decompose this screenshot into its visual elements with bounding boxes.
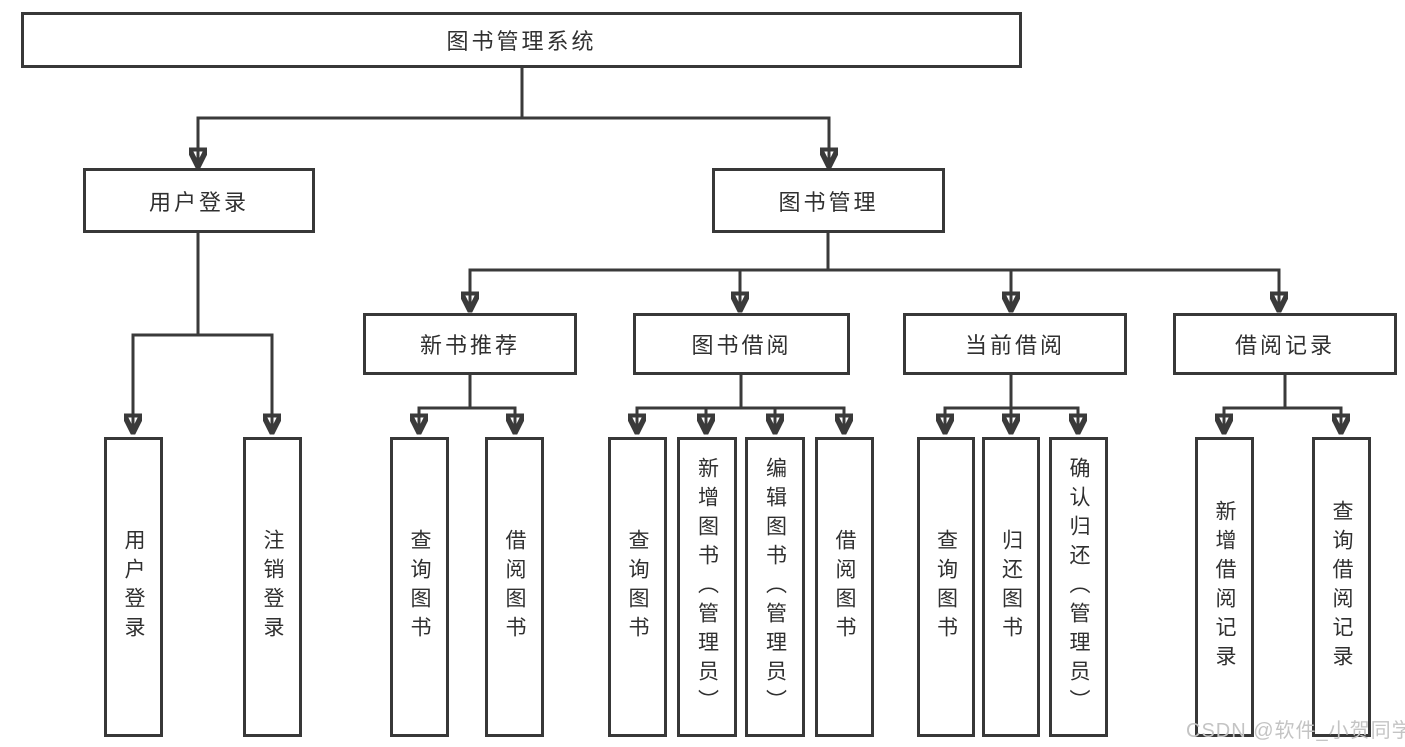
leaf-query-book-borrow: 查询图书 [608, 437, 667, 737]
node-user-login: 用户登录 [83, 168, 315, 233]
leaf-query-borrow-record: 查询借阅记录 [1312, 437, 1371, 737]
node-user-login-label: 用户登录 [148, 189, 249, 215]
leaf-query-borrow-record-label: 查询借阅记录 [1330, 500, 1354, 674]
leaf-logout: 注销登录 [243, 437, 302, 737]
leaf-user-login-label: 用户登录 [122, 529, 146, 645]
leaf-confirm-return-admin: 确认归还（管理员） [1049, 437, 1108, 737]
node-root-library-system: 图书管理系统 [21, 12, 1022, 68]
node-book-management: 图书管理 [712, 168, 945, 233]
leaf-edit-book-admin-label: 编辑图书（管理员） [763, 456, 787, 718]
leaf-return-book: 归还图书 [982, 437, 1040, 737]
leaf-add-book-admin: 新增图书（管理员） [677, 437, 737, 737]
node-new-book-recommend-label: 新书推荐 [419, 333, 520, 358]
leaf-query-current-borrow: 查询图书 [917, 437, 975, 737]
node-borrow-records: 借阅记录 [1173, 313, 1397, 375]
leaf-borrow-book-label: 借阅图书 [833, 529, 857, 645]
leaf-borrow-book-recommend: 借阅图书 [485, 437, 544, 737]
leaf-borrow-book-recommend-label: 借阅图书 [503, 529, 527, 645]
node-current-borrow-label: 当前借阅 [964, 333, 1065, 358]
leaf-query-book-recommend: 查询图书 [390, 437, 449, 737]
leaf-edit-book-admin: 编辑图书（管理员） [745, 437, 805, 737]
leaf-query-current-borrow-label: 查询图书 [934, 529, 958, 645]
leaf-add-borrow-record-label: 新增借阅记录 [1213, 500, 1237, 674]
leaf-add-book-admin-label: 新增图书（管理员） [695, 456, 719, 718]
node-book-borrow-label: 图书借阅 [691, 333, 792, 358]
node-book-borrow: 图书借阅 [633, 313, 850, 375]
leaf-user-login: 用户登录 [104, 437, 163, 737]
node-root-label: 图书管理系统 [446, 29, 597, 54]
node-book-management-label: 图书管理 [778, 189, 879, 215]
leaf-add-borrow-record: 新增借阅记录 [1195, 437, 1254, 737]
node-new-book-recommend: 新书推荐 [363, 313, 577, 375]
csdn-watermark: CSDN @软件_小贺同学 [1186, 720, 1405, 742]
leaf-query-book-recommend-label: 查询图书 [408, 529, 432, 645]
node-borrow-records-label: 借阅记录 [1234, 333, 1335, 358]
leaf-query-book-borrow-label: 查询图书 [626, 529, 650, 645]
leaf-borrow-book: 借阅图书 [815, 437, 874, 737]
leaf-return-book-label: 归还图书 [999, 529, 1023, 645]
node-current-borrow: 当前借阅 [903, 313, 1127, 375]
leaf-confirm-return-admin-label: 确认归还（管理员） [1067, 456, 1091, 718]
leaf-logout-label: 注销登录 [261, 529, 285, 645]
